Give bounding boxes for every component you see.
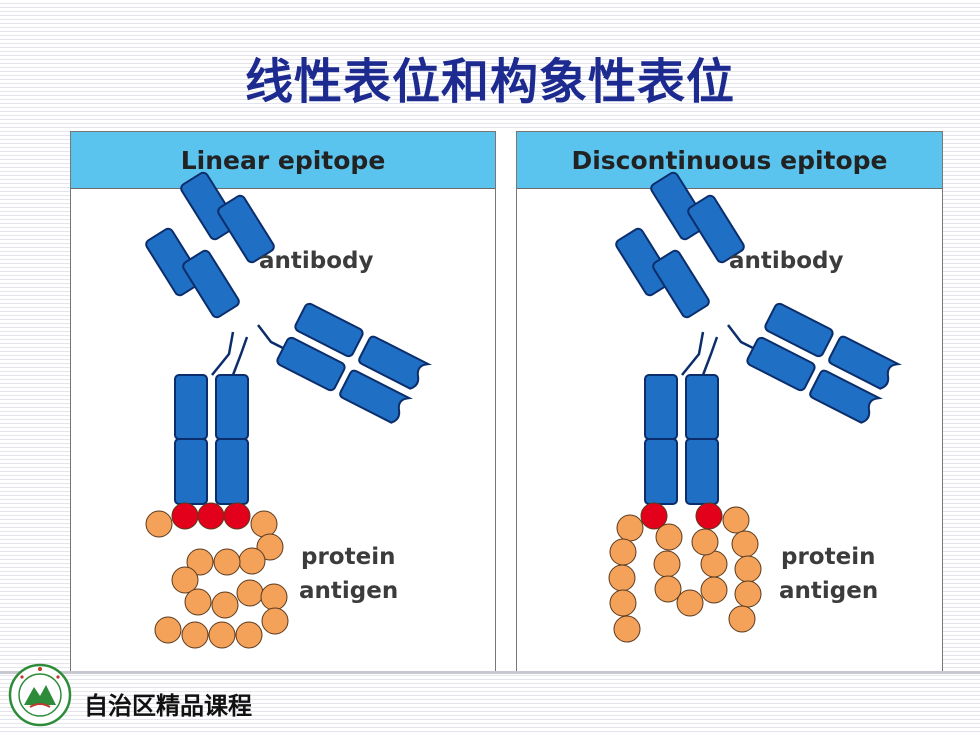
page-title: 线性表位和构象性表位 (244, 54, 735, 110)
antigen-label-line1: protein (301, 544, 395, 570)
fab-arm-upper (613, 169, 747, 321)
linear-epitope-diagram: antibody protein antigen (143, 169, 430, 649)
antibody-label: antibody (259, 248, 374, 274)
footer-course-label: 自治区精品课程 (84, 692, 252, 720)
discontinuous-epitope-diagram: antibody protein antigen (608, 169, 900, 643)
university-seal-icon (8, 663, 72, 727)
antigen-label-line2: antigen (299, 578, 398, 604)
fab-arm-right (744, 301, 900, 426)
footer-divider (0, 671, 980, 674)
protein-antigen (608, 502, 762, 643)
protein-antigen (145, 502, 289, 649)
panel-header-linear: Linear epitope (71, 132, 495, 189)
figure: Linear epitope (70, 131, 943, 672)
panel-header-discontinuous: Discontinuous epitope (517, 132, 942, 189)
antigen-label-line1: protein (781, 544, 875, 570)
antigen-label-line2: antigen (779, 578, 878, 604)
fab-arm-right (274, 301, 430, 426)
antibody-label: antibody (729, 248, 844, 274)
discontinuous-epitope-panel: Discontinuous epitope (516, 131, 943, 672)
fab-arm-upper (143, 169, 277, 321)
linear-epitope-panel: Linear epitope (70, 131, 496, 672)
fc-stem (644, 374, 719, 505)
antibody (613, 169, 900, 505)
fc-stem (174, 374, 249, 505)
antibody (143, 169, 430, 505)
